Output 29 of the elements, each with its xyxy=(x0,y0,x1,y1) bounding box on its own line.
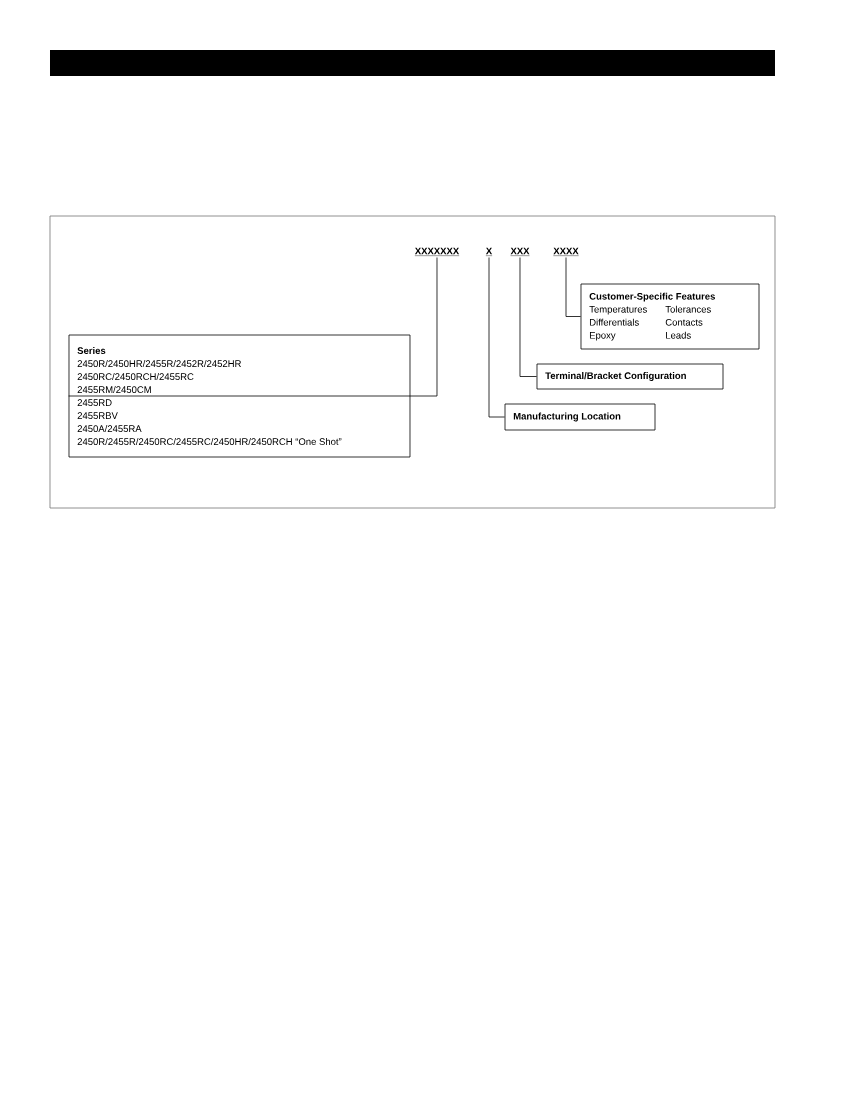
node-label: 2455RD xyxy=(77,399,112,406)
code-segment: XXX xyxy=(510,247,530,256)
label-box xyxy=(536,363,724,390)
node-label: Leads xyxy=(666,331,691,339)
label-box xyxy=(504,403,656,431)
node-label: Epoxy xyxy=(589,332,616,341)
node-label: 2450R/2450HR/2455R/2452R/2452HR xyxy=(77,360,241,367)
code-segment: X xyxy=(485,247,493,256)
connector-line xyxy=(519,257,537,377)
node-label: 2450R/2455R/2450RC/2455RC/2450HR/2450RCH “One Shot” xyxy=(77,438,342,445)
node-label: 2450RC/2450RCH/2455RC xyxy=(77,373,194,380)
node-label: Contacts xyxy=(665,318,703,326)
node-label: 2450A/2455RA xyxy=(77,425,142,432)
node-label: 2455RBV xyxy=(77,412,118,419)
code-segment: XXXX xyxy=(553,247,579,256)
node-label: Temperatures xyxy=(589,306,647,315)
connector-line xyxy=(68,257,438,397)
node-label: Manufacturing Location xyxy=(513,412,621,422)
node-label: 2455RM/2450CM xyxy=(77,386,151,393)
node-label: Tolerances xyxy=(665,305,711,313)
label-box xyxy=(580,283,760,350)
node-label: Terminal/Bracket Configuration xyxy=(545,372,686,381)
node-label: Customer-Specific Features xyxy=(589,292,715,302)
node-label: Series xyxy=(77,347,106,354)
code-segment: XXXXXXX xyxy=(414,247,460,256)
connector-line xyxy=(565,257,581,317)
connector-line xyxy=(488,257,505,418)
node-label: Differentials xyxy=(589,318,639,326)
label-box xyxy=(68,334,411,458)
